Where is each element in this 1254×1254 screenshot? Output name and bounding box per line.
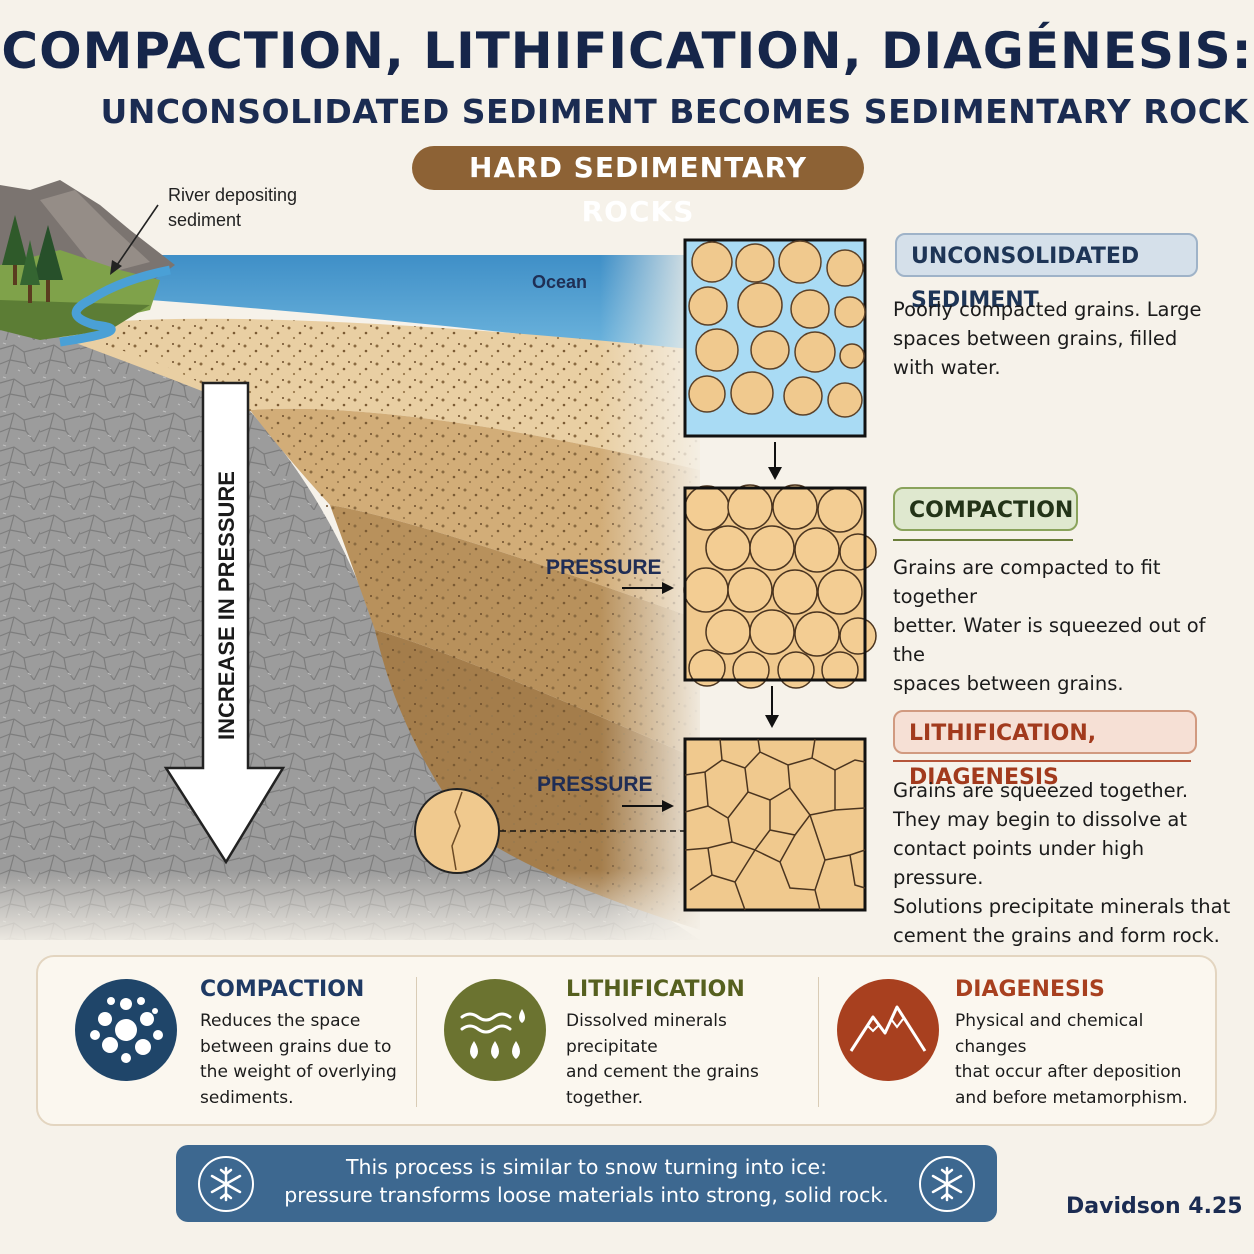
summary-title-lithification: LITHIFICATION: [566, 977, 745, 1002]
stage-desc-lithification: Grains are squeezed together.They may be…: [893, 779, 1231, 947]
stage-title-unconsolidated: UNCONSOLIDATED SEDIMENT: [895, 233, 1198, 313]
summary-title-diagenesis: DIAGENESIS: [955, 977, 1105, 1002]
snow-analogy-banner: This process is similar to snow turning …: [176, 1145, 997, 1222]
geology-cross-section: River depositing sediment Ocean INCREASE…: [0, 180, 877, 950]
water-drops-icon: [444, 979, 546, 1081]
banner-text: This process is similar to snow turning …: [284, 1155, 889, 1207]
arrow-right-icon: [662, 582, 674, 594]
compacted-grains-box: [683, 484, 877, 689]
lithified-grains-box: [683, 737, 867, 912]
pressure-label: PRESSURE: [546, 556, 662, 579]
page-subtitle: UNCONSOLIDATED SEDIMENT BECOMES SEDIMENT…: [100, 92, 1249, 131]
ocean-label: Ocean: [532, 272, 587, 292]
page-title: COMPACTION, LITHIFICATION, DIAGÉNESIS:: [1, 22, 1253, 80]
summary-title-compaction: COMPACTION: [200, 977, 365, 1002]
river-label-2: sediment: [168, 210, 241, 230]
unconsolidated-grains-box: [683, 238, 867, 438]
arrow-right-icon: [662, 800, 674, 812]
credit: Davidson 4.25: [1066, 1194, 1243, 1219]
magnified-grain: [414, 788, 500, 874]
grains-icon: [75, 979, 177, 1081]
divider: [893, 539, 1073, 541]
pressure-label-2: PRESSURE: [537, 773, 653, 796]
increase-in-pressure-arrow: INCREASE IN PRESSURE: [163, 381, 286, 865]
stage-title-compaction: COMPACTION: [893, 487, 1078, 531]
tree-icon: [2, 215, 63, 303]
snowflake-icon: [919, 1156, 975, 1212]
arrow-down-icon: [768, 467, 782, 480]
divider: [893, 760, 1191, 762]
mountain-icon: [837, 979, 939, 1081]
pressure-axis-label: INCREASE IN PRESSURE: [214, 471, 239, 740]
rock-type-tag: HARD SEDIMENTARY ROCKS: [412, 146, 864, 228]
stage-title-lithification: LITHIFICATION, DIAGENESIS: [893, 710, 1197, 790]
snowflake-icon: [198, 1156, 254, 1212]
river-label: River depositing: [168, 185, 297, 205]
arrow-down-icon: [765, 715, 779, 728]
